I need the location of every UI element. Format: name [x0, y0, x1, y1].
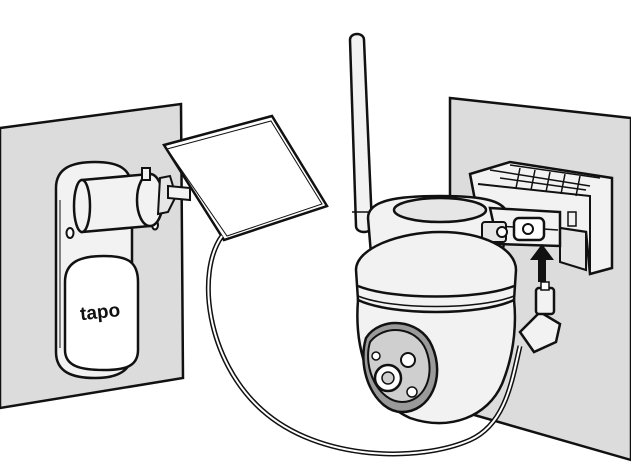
tapo-mount-plate: tapo — [63, 254, 140, 372]
pan-tilt-camera — [354, 194, 562, 425]
arrow-up-icon — [530, 244, 554, 282]
light-sensor — [371, 351, 381, 361]
spotlight — [400, 352, 416, 368]
solar-panel — [162, 114, 329, 242]
screw-hole — [65, 227, 75, 239]
antenna — [348, 32, 374, 234]
tapo-logo: tapo — [79, 300, 121, 325]
usb-c-connector — [518, 281, 562, 354]
